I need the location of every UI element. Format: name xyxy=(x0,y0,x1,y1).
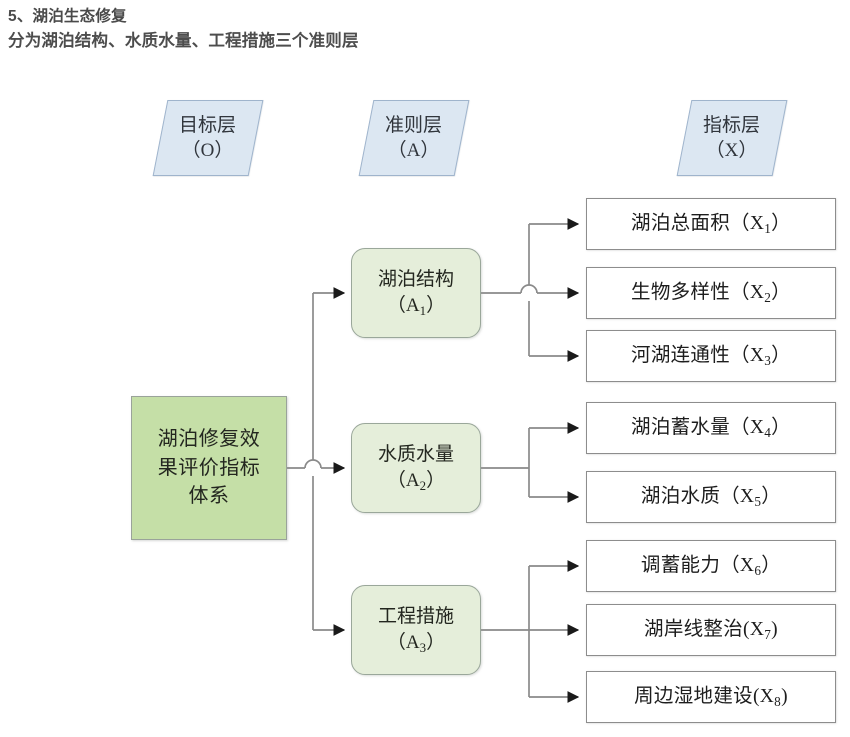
indicator-box-X6-label: 调蓄能力（X6） xyxy=(640,555,782,578)
indicator-box-X2[interactable]: 生物多样性（X2） xyxy=(586,267,836,319)
criteria-box-A1[interactable]: 湖泊结构（A1） xyxy=(351,248,481,338)
page-subtitle: 分为湖泊结构、水质水量、工程措施三个准则层 xyxy=(8,32,359,50)
heading-block: 5、湖泊生态修复 分为湖泊结构、水质水量、工程措施三个准则层 xyxy=(8,4,708,54)
criteria-box-A3-label: 工程措施（A3） xyxy=(377,605,454,655)
layer-header-indicator-label: 指标层（X） xyxy=(703,114,761,161)
indicator-box-X4-label: 湖泊蓄水量（X4） xyxy=(631,417,791,440)
goal-box-label: 湖泊修复效 果评价指标 体系 xyxy=(157,428,261,508)
criteria-box-A1-label: 湖泊结构（A1） xyxy=(377,268,454,318)
layer-header-criteria-label: 准则层（A） xyxy=(385,114,443,161)
indicator-box-X3[interactable]: 河湖连通性（X3） xyxy=(586,330,836,382)
edge-goal-hop xyxy=(304,459,322,469)
page-title: 5、湖泊生态修复 xyxy=(8,8,127,25)
indicator-box-X6[interactable]: 调蓄能力（X6） xyxy=(586,540,836,592)
indicator-box-X3-label: 河湖连通性（X3） xyxy=(631,345,791,368)
goal-box[interactable]: 湖泊修复效 果评价指标 体系 xyxy=(131,396,287,540)
indicator-box-X8[interactable]: 周边湿地建设(X8) xyxy=(586,671,836,723)
indicator-box-X1-label: 湖泊总面积（X1） xyxy=(631,213,791,236)
indicator-box-X1[interactable]: 湖泊总面积（X1） xyxy=(586,198,836,250)
indicator-box-X8-label: 周边湿地建设(X8) xyxy=(634,686,788,709)
indicator-box-X4[interactable]: 湖泊蓄水量（X4） xyxy=(586,402,836,454)
indicator-box-X7[interactable]: 湖岸线整治(X7) xyxy=(586,604,836,656)
layer-header-goal: 目标层（O） xyxy=(152,100,264,176)
indicator-box-X5[interactable]: 湖泊水质（X5） xyxy=(586,471,836,523)
indicator-box-X5-label: 湖泊水质（X5） xyxy=(640,486,782,509)
criteria-box-A2-label: 水质水量（A2） xyxy=(377,443,454,493)
edge-A1-hop xyxy=(520,284,538,294)
indicator-box-X2-label: 生物多样性（X2） xyxy=(631,282,791,305)
layer-header-indicator: 指标层（X） xyxy=(676,100,788,176)
layer-header-goal-label: 目标层（O） xyxy=(179,114,237,161)
indicator-box-X7-label: 湖岸线整治(X7) xyxy=(644,619,778,642)
layer-header-criteria: 准则层（A） xyxy=(358,100,470,176)
criteria-box-A2[interactable]: 水质水量（A2） xyxy=(351,423,481,513)
criteria-box-A3[interactable]: 工程措施（A3） xyxy=(351,585,481,675)
